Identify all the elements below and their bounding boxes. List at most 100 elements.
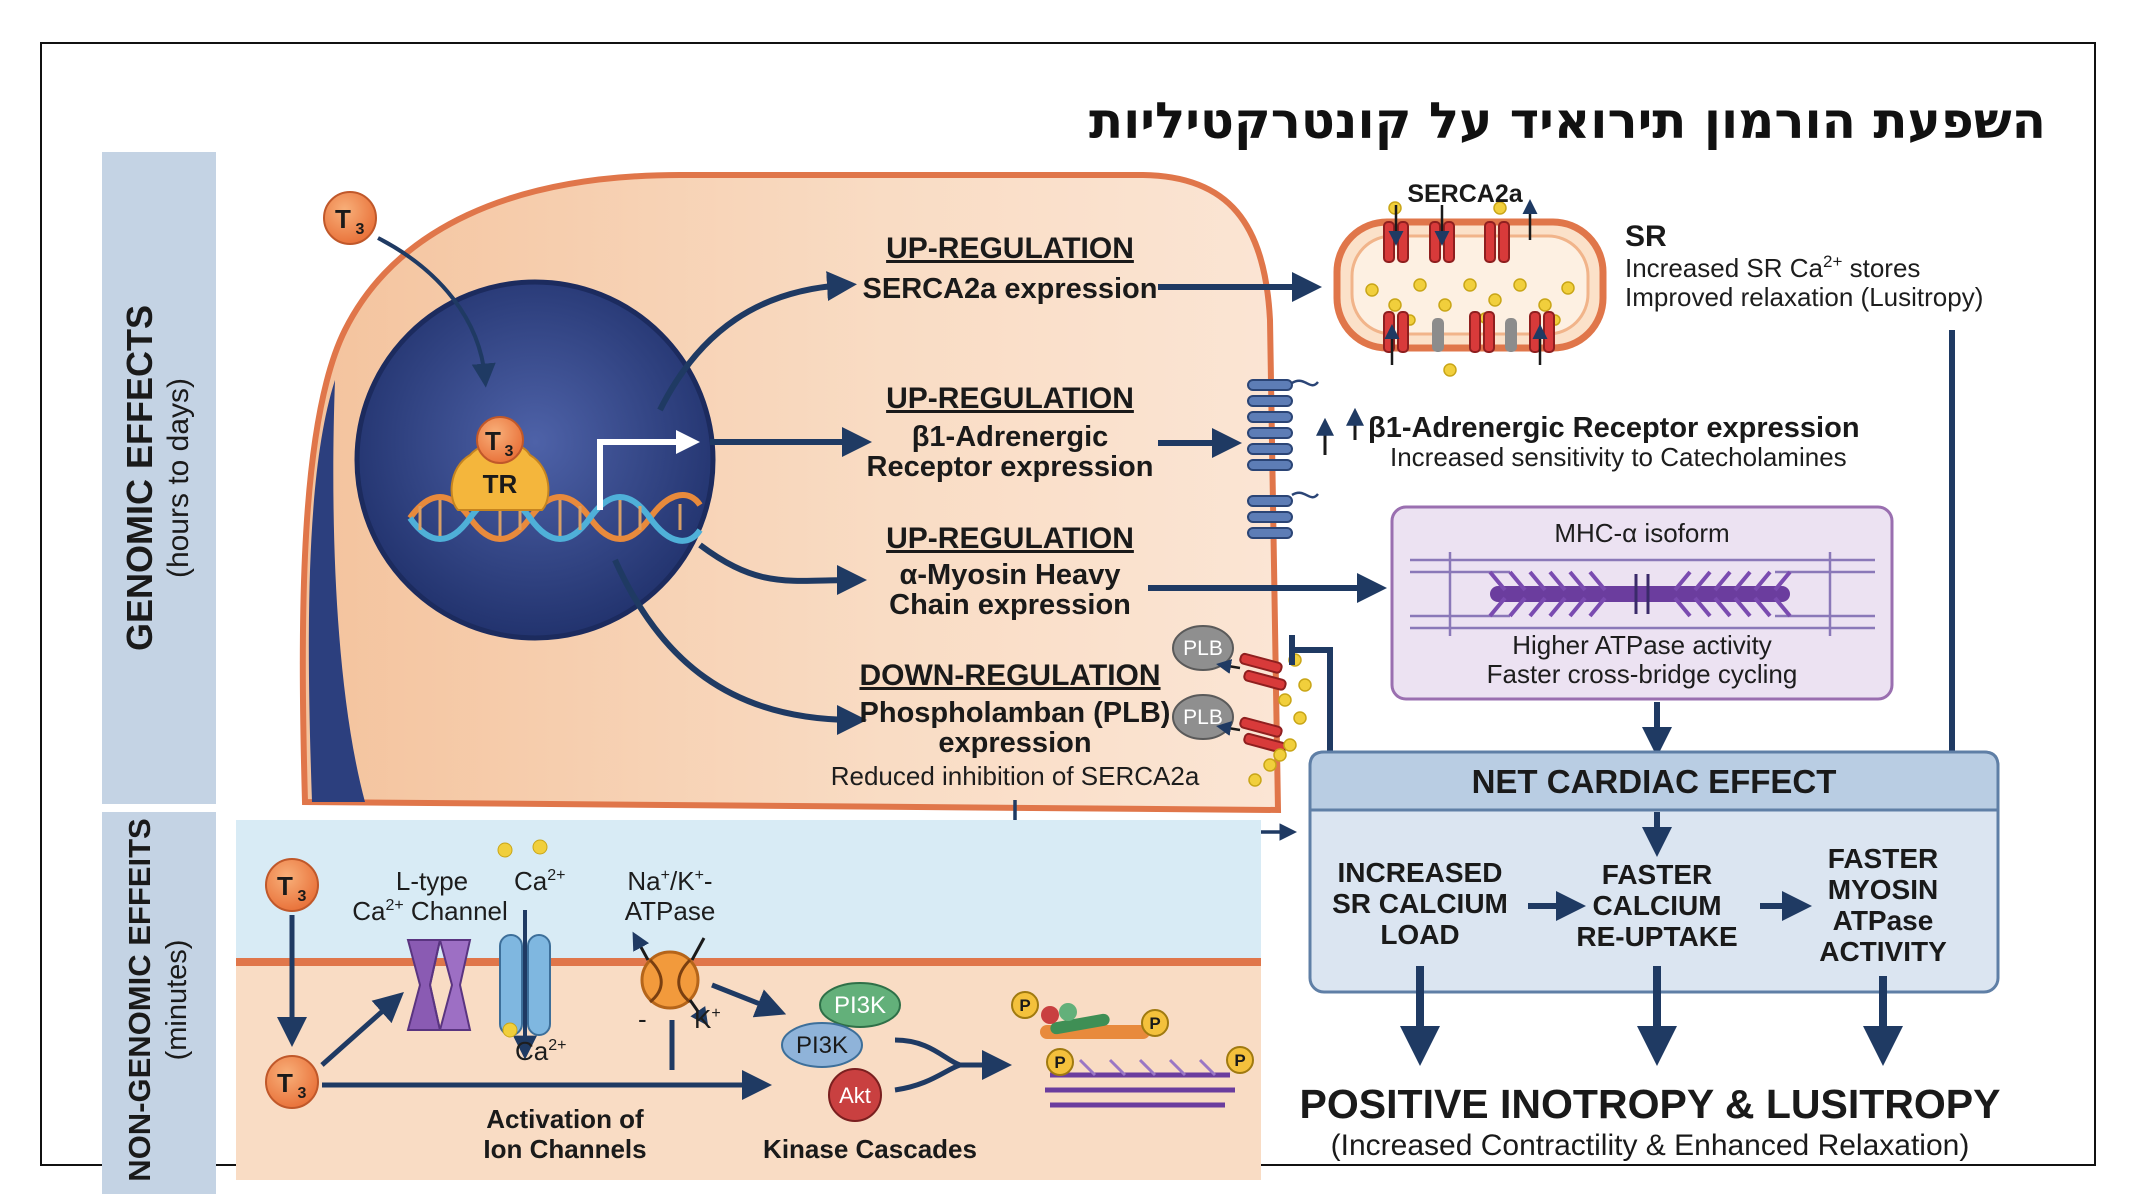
svg-text:Na+/K+-: Na+/K+- — [627, 866, 712, 896]
svg-text:UP-REGULATION: UP-REGULATION — [886, 382, 1134, 415]
svg-text:PI3K: PI3K — [834, 992, 886, 1019]
svg-text:DOWN-REGULATION: DOWN-REGULATION — [859, 659, 1160, 692]
beta1-receptor-icon — [1247, 379, 1319, 539]
effect-sr-calcium-load: INCREASED SR CALCIUM LOAD — [1332, 857, 1508, 950]
target-arrows — [1148, 272, 1387, 603]
net-effect-title: NET CARDIAC EFFECT — [1472, 763, 1837, 800]
svg-text:Increased SR Ca2+ stores: Increased SR Ca2+ stores — [1625, 252, 1920, 283]
svg-text:Ca2+: Ca2+ — [514, 866, 566, 896]
svg-text:Receptor expression: Receptor expression — [867, 451, 1154, 483]
svg-text:Chain expression: Chain expression — [889, 589, 1131, 621]
pi3k-icon: PI3K PI3K — [781, 982, 901, 1068]
myofilament-phosphorylation-icon: P P P P — [1011, 991, 1254, 1108]
svg-text:3: 3 — [505, 443, 514, 460]
svg-text:FASTER: FASTER — [1828, 843, 1938, 874]
regulation-beta1: UP-REGULATION β1-Adrenergic Receptor exp… — [867, 382, 1154, 483]
t3-bound-label: T — [485, 426, 501, 456]
effect-calcium-reuptake: FASTER CALCIUM RE-UPTAKE — [1576, 859, 1737, 952]
svg-text:RE-UPTAKE: RE-UPTAKE — [1576, 921, 1737, 952]
svg-text:T: T — [277, 871, 293, 901]
svg-text:Activation of: Activation of — [486, 1104, 644, 1134]
svg-text:P: P — [1149, 1014, 1160, 1033]
regulation-serca2a: UP-REGULATION SERCA2a expression — [863, 232, 1158, 305]
nongenomic-effects-label: NON-GENOMIC EFFEITS — [122, 818, 157, 1181]
svg-text:CALCIUM: CALCIUM — [1592, 890, 1721, 921]
outcome-sub: (Increased Contractility & Enhanced Rela… — [1331, 1129, 1970, 1162]
svg-text:3: 3 — [298, 1085, 307, 1102]
t3-nongenomic-top-icon: T 3 — [265, 858, 319, 912]
svg-text:Ca2+ Channel: Ca2+ Channel — [352, 896, 508, 926]
na-k-atpase-icon — [632, 931, 709, 1026]
serca2a-label: SERCA2a — [1407, 180, 1523, 208]
outcome: POSITIVE INOTROPY & LUSITROPY (Increased… — [1300, 1081, 2001, 1162]
svg-text:T: T — [335, 204, 351, 234]
svg-text:PLB: PLB — [1183, 706, 1223, 729]
kinase-cascades-label: Kinase Cascades — [763, 1134, 977, 1164]
l-type-calcium-channel-icon — [406, 939, 472, 1031]
mhc-label: MHC-α isoform — [1554, 518, 1729, 548]
svg-text:3: 3 — [298, 888, 307, 905]
sidebar-nongenomic: NON-GENOMIC EFFEITS (minutes) — [102, 812, 216, 1194]
svg-text:PLB: PLB — [1183, 637, 1223, 660]
svg-text:MYOSIN: MYOSIN — [1828, 874, 1938, 905]
kinase-to-myofilament-arrow — [894, 1037, 1000, 1093]
beta1-title: β1-Adrenergic Receptor expression — [1368, 412, 1860, 444]
net-cardiac-effect-box: NET CARDIAC EFFECT INCREASED SR CALCIUM … — [1308, 750, 2000, 994]
svg-text:Phospholamban (PLB): Phospholamban (PLB) — [860, 697, 1171, 729]
svg-text:PI3K: PI3K — [796, 1032, 848, 1059]
t3-action-arrows — [320, 992, 772, 1100]
sr-description: SR Increased SR Ca2+ stores Improved rel… — [1625, 220, 1983, 312]
ion-channel-activation-label: Activation of Ion Channels — [483, 1104, 646, 1164]
svg-text:Reduced inhibition of SERCA2a: Reduced inhibition of SERCA2a — [831, 761, 1200, 791]
svg-text:UP-REGULATION: UP-REGULATION — [886, 522, 1134, 555]
t3-hormone-icon: T 3 — [323, 191, 377, 245]
regulation-plb: DOWN-REGULATION Phospholamban (PLB) expr… — [831, 659, 1200, 791]
svg-text:LOAD: LOAD — [1380, 919, 1459, 950]
atpase-to-pi3k-arrow — [711, 982, 787, 1018]
t3-bound-icon — [476, 416, 524, 464]
svg-text:α-Myosin Heavy: α-Myosin Heavy — [900, 559, 1121, 591]
mhc-box: MHC-α isoform — [1390, 505, 1894, 701]
nongenomic-time-label: (minutes) — [161, 940, 193, 1061]
svg-text:ACTIVITY: ACTIVITY — [1819, 936, 1947, 967]
sr-label: SR — [1625, 220, 1667, 253]
svg-text:INCREASED: INCREASED — [1338, 857, 1503, 888]
phospholamban-icon: PLB PLB — [1172, 625, 1312, 787]
minus-label: - — [638, 1004, 647, 1034]
svg-text:SERCA2a expression: SERCA2a expression — [863, 273, 1158, 305]
page-title: השפעת הורמון תירואיד על קונטרקטיליות — [1088, 92, 2046, 150]
outcome-arrows — [1400, 966, 1903, 1066]
t3-nongenomic-bottom-icon: T 3 — [265, 1055, 319, 1109]
ryr-channel-icon — [1432, 318, 1517, 352]
calcium-ions-bottom: Ca2+ — [502, 1022, 567, 1066]
calcium-channel-icon — [499, 934, 551, 1036]
thyroid-receptor: TR T 3 — [450, 416, 550, 511]
svg-text:Improved relaxation (Lusitropy: Improved relaxation (Lusitropy) — [1625, 282, 1983, 312]
svg-text:Faster cross-bridge cycling: Faster cross-bridge cycling — [1487, 659, 1798, 689]
svg-text:UP-REGULATION: UP-REGULATION — [886, 232, 1134, 265]
myosin-filament-icon — [1410, 552, 1875, 636]
beta1-sub: Increased sensitivity to Catecholamines — [1390, 442, 1847, 472]
svg-text:ATPase: ATPase — [1833, 905, 1934, 936]
svg-text:Higher ATPase activity: Higher ATPase activity — [1512, 630, 1772, 660]
genomic-time-label: (hours to days) — [162, 378, 195, 578]
effect-myosin-atpase: FASTER MYOSIN ATPase ACTIVITY — [1819, 843, 1947, 967]
na-k-atpase-label: Na+/K+- ATPase — [625, 866, 716, 926]
transcription-arrow — [597, 430, 700, 510]
svg-text:P: P — [1054, 1053, 1065, 1072]
nucleus-output-arrows — [612, 271, 872, 735]
svg-text:Akt: Akt — [839, 1083, 871, 1108]
t3-entry-arrow — [377, 236, 496, 388]
tr-label: TR — [483, 469, 518, 499]
sarcoplasmic-reticulum: SERCA2a — [1333, 180, 1607, 377]
genomic-effects-label: GENOMIC EFFECTS — [119, 305, 160, 651]
svg-text:Ion Channels: Ion Channels — [483, 1134, 646, 1164]
l-type-label: L-type Ca2+ Channel — [352, 866, 508, 926]
sidebar-genomic: GENOMIC EFFECTS (hours to days) — [102, 152, 216, 804]
svg-text:FASTER: FASTER — [1602, 859, 1712, 890]
calcium-ions-top: Ca2+ — [497, 839, 566, 896]
svg-text:L-type: L-type — [396, 866, 468, 896]
outcome-title: POSITIVE INOTROPY & LUSITROPY — [1300, 1081, 2001, 1127]
svg-text:Ca2+: Ca2+ — [515, 1036, 567, 1066]
